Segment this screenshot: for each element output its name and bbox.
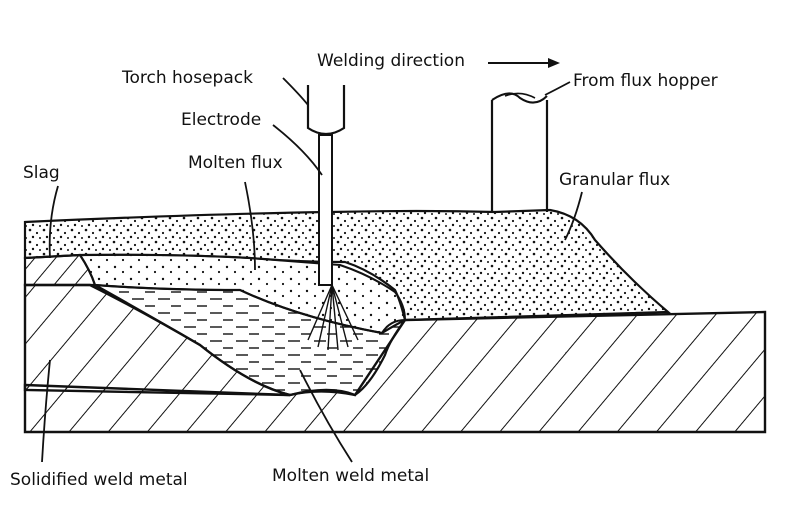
electrode-wire: [318, 134, 333, 286]
label-welding-direction: Welding direction: [317, 51, 465, 71]
flux-hopper-tube: [490, 92, 549, 212]
label-solidified-weld-metal: Solidified weld metal: [10, 470, 188, 490]
label-molten-weld-metal: Molten weld metal: [272, 466, 430, 486]
leader-slag: [48, 185, 59, 259]
leader-torch-hosepack: [282, 77, 309, 106]
torch-hosepack: [306, 85, 346, 136]
label-slag: Slag: [23, 163, 60, 183]
arrow-right-icon: [488, 58, 560, 68]
leader-electrode: [272, 124, 323, 176]
arc-rays: [307, 284, 359, 351]
label-torch-hosepack: Torch hosepack: [122, 68, 253, 88]
label-granular-flux: Granular flux: [559, 170, 671, 190]
leader-granular-flux: [564, 191, 583, 241]
leader-lines: [41, 77, 583, 463]
label-molten-flux: Molten flux: [188, 153, 283, 173]
leader-flux-hopper: [544, 81, 571, 96]
molten-weld-pool: [94, 283, 406, 397]
label-from-flux-hopper: From flux hopper: [573, 71, 718, 91]
leader-molten-weld-metal: [299, 369, 353, 463]
leader-molten-flux: [244, 181, 256, 271]
leader-solidified-weld-metal: [41, 359, 51, 463]
label-electrode: Electrode: [181, 110, 262, 130]
